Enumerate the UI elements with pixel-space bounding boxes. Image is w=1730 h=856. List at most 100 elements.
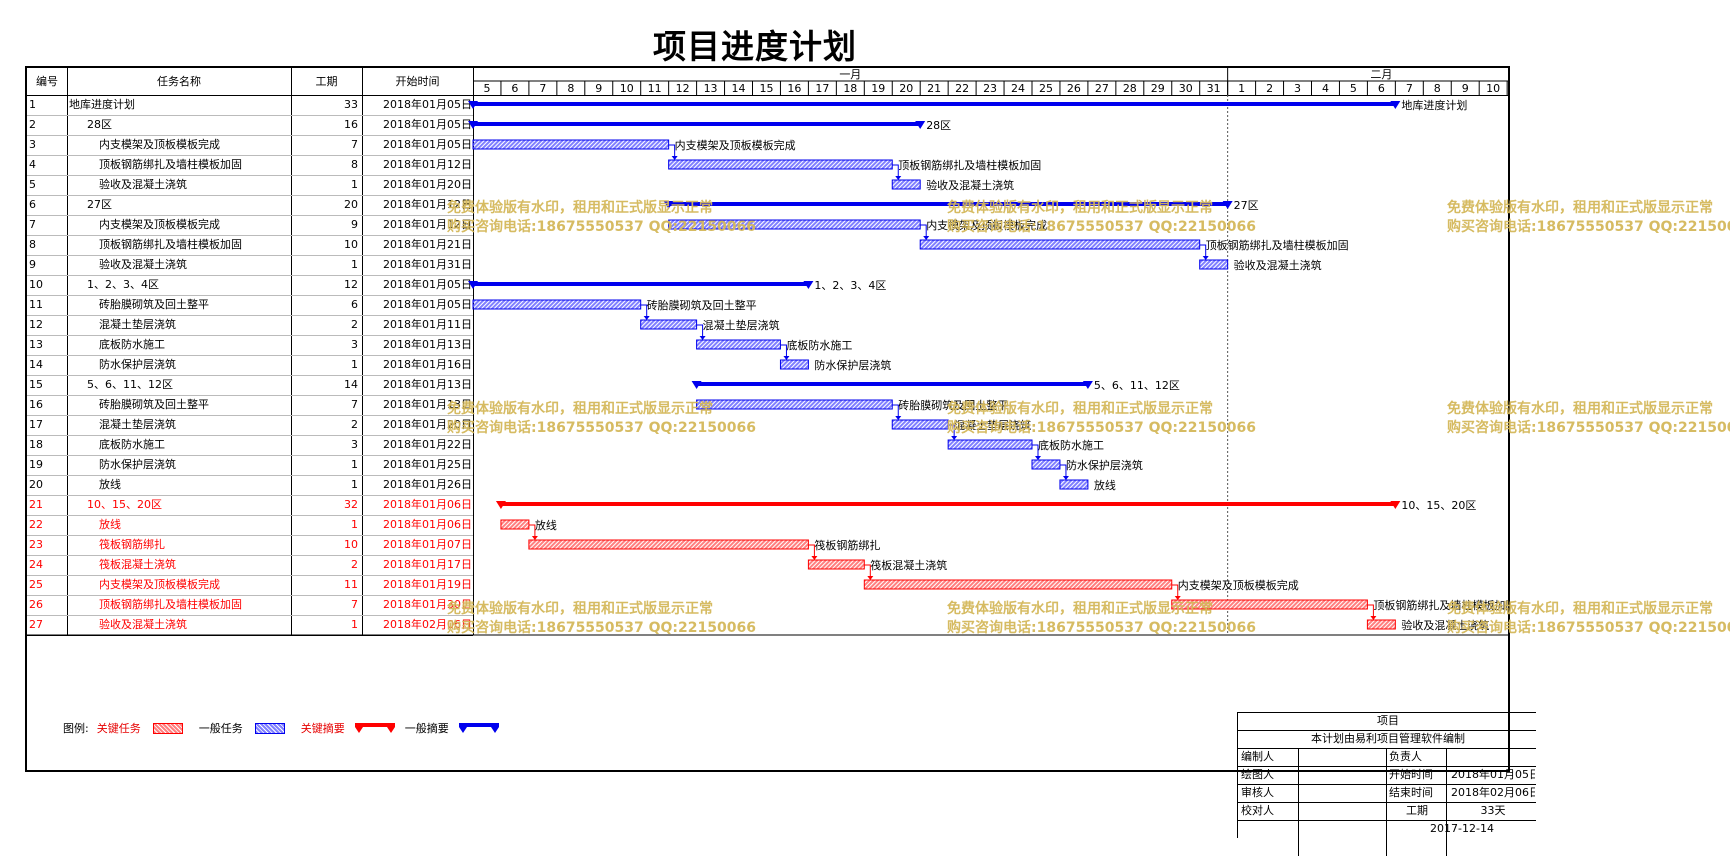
task-bar: [1366, 619, 1396, 630]
summary-start-marker: [468, 121, 478, 129]
watermark-line2: 购买咨询电话:18675550537 QQ:22150066: [1447, 620, 1730, 636]
task-start: 2018年02月06日: [383, 618, 472, 631]
bar-label: 顶板钢筋绑扎及墙柱模板加固: [1206, 238, 1349, 252]
bar-label: 底板防水施工: [1038, 438, 1104, 452]
info-row-divider: [1238, 766, 1536, 767]
dependency-arrow: [1202, 256, 1209, 260]
task-id: 20: [29, 478, 43, 491]
task-start: 2018年01月22日: [383, 438, 472, 451]
task-id: 21: [29, 498, 43, 511]
dependency-line: [1032, 444, 1039, 457]
watermark-line2: 购买咨询电话:18675550537 QQ:22150066: [447, 620, 756, 636]
bar-label: 顶板钢筋绑扎及墙柱模板加固: [898, 158, 1041, 172]
bar-label: 放线: [1094, 478, 1116, 492]
task-duration: 7: [351, 138, 358, 151]
info-project-label: 项目: [1377, 714, 1399, 727]
row-divider: [27, 595, 473, 596]
day-label: 6: [1378, 82, 1385, 95]
day-label: 19: [871, 82, 885, 95]
row-divider: [27, 175, 473, 176]
bar-label: 底板防水施工: [786, 338, 852, 352]
day-label: 22: [955, 82, 969, 95]
summary-start-marker: [468, 281, 478, 289]
task-duration: 8: [351, 158, 358, 171]
row-divider: [27, 395, 473, 396]
watermark: 免费体验版有水印，租用和正式版显示正常购买咨询电话:18675550537 QQ…: [1447, 600, 1730, 638]
legend-normal-summary-label: 一般摘要: [404, 722, 449, 735]
bar-label: 验收及混凝土浇筑: [1234, 258, 1322, 272]
task-bar: [863, 579, 1173, 590]
task-name: 内支模架及顶板模板完成: [99, 578, 220, 591]
watermark: 免费体验版有水印，租用和正式版显示正常购买咨询电话:18675550537 QQ…: [447, 600, 756, 638]
task-name: 验收及混凝土浇筑: [99, 618, 187, 631]
watermark-line1: 免费体验版有水印，租用和正式版显示正常: [447, 601, 713, 617]
dependency-line: [780, 344, 787, 357]
summary-bar: [473, 102, 1396, 106]
dependency-arrow: [951, 436, 958, 440]
row-divider: [27, 115, 473, 116]
task-start: 2018年01月25日: [383, 458, 472, 471]
info-row-divider: [1238, 748, 1536, 749]
dependency-line: [528, 524, 536, 537]
dependency-line: [948, 424, 955, 437]
task-duration: 12: [344, 278, 358, 291]
day-label: 30: [1179, 82, 1193, 95]
watermark-line1: 免费体验版有水印，租用和正式版显示正常: [447, 200, 713, 216]
dependency-line: [892, 404, 899, 417]
summary-bar: [696, 382, 1088, 386]
dependency-line: [1171, 584, 1179, 597]
watermark-line1: 免费体验版有水印，租用和正式版显示正常: [447, 401, 713, 417]
info-reviewer: 审核人: [1241, 786, 1274, 799]
task-start: 2018年01月06日: [383, 518, 472, 531]
task-start: 2018年01月12日: [383, 158, 472, 171]
task-start: 2018年01月05日: [383, 278, 472, 291]
task-id: 26: [29, 598, 43, 611]
info-end-label: 结束时间: [1389, 786, 1433, 799]
task-id: 5: [29, 178, 36, 191]
day-label: 20: [899, 82, 913, 95]
task-name: 顶板钢筋绑扎及墙柱模板加固: [99, 598, 242, 611]
task-name: 底板防水施工: [99, 338, 165, 351]
task-id: 13: [29, 338, 43, 351]
month-label: 二月: [1370, 68, 1392, 81]
task-name: 顶板钢筋绑扎及墙柱模板加固: [99, 158, 242, 171]
day-label: 7: [1406, 82, 1413, 95]
info-col-divider: [1298, 748, 1299, 856]
watermark-line1: 免费体验版有水印，租用和正式版显示正常: [1447, 601, 1713, 617]
watermark-line1: 免费体验版有水印，租用和正式版显示正常: [1447, 200, 1713, 216]
watermark-line1: 免费体验版有水印，租用和正式版显示正常: [1447, 401, 1713, 417]
task-start: 2018年01月11日: [383, 318, 472, 331]
task-id: 18: [29, 438, 43, 451]
dependency-arrow: [811, 556, 818, 560]
info-row-divider: [1238, 712, 1536, 713]
day-label: 23: [983, 82, 997, 95]
task-name: 砖胎膜砌筑及回土整平: [99, 398, 209, 411]
task-id: 14: [29, 358, 43, 371]
dependency-line: [668, 144, 676, 157]
summary-end-marker: [1222, 201, 1233, 209]
day-label: 6: [511, 82, 518, 95]
summary-end-marker: [1082, 381, 1093, 389]
day-label: 3: [1294, 82, 1301, 95]
legend-normal-task-swatch: [254, 722, 285, 734]
info-duration-value: 33天: [1480, 804, 1506, 817]
day-label: 29: [1151, 82, 1165, 95]
info-row-divider: [1238, 730, 1536, 731]
task-name: 砖胎膜砌筑及回土整平: [99, 298, 209, 311]
task-start: 2018年01月12日: [383, 198, 472, 211]
dependency-arrow: [643, 316, 650, 320]
watermark: 免费体验版有水印，租用和正式版显示正常购买咨询电话:18675550537 QQ…: [947, 600, 1256, 638]
dependency-arrow: [671, 156, 678, 160]
column-divider: [291, 68, 292, 635]
legend-normal-summary-swatch: [458, 723, 499, 733]
bar-label: 验收及混凝土浇筑: [1401, 618, 1489, 632]
info-software-note: 本计划由易利项目管理软件编制: [1311, 732, 1465, 745]
row-divider: [27, 295, 473, 296]
watermark: 免费体验版有水印，租用和正式版显示正常购买咨询电话:18675550537 QQ…: [447, 199, 756, 237]
task-id: 9: [29, 258, 36, 271]
bar-label: 顶板钢筋绑扎及墙柱模板加固: [1373, 598, 1508, 612]
task-name: 底板防水施工: [99, 438, 165, 451]
task-bar: [640, 319, 698, 330]
